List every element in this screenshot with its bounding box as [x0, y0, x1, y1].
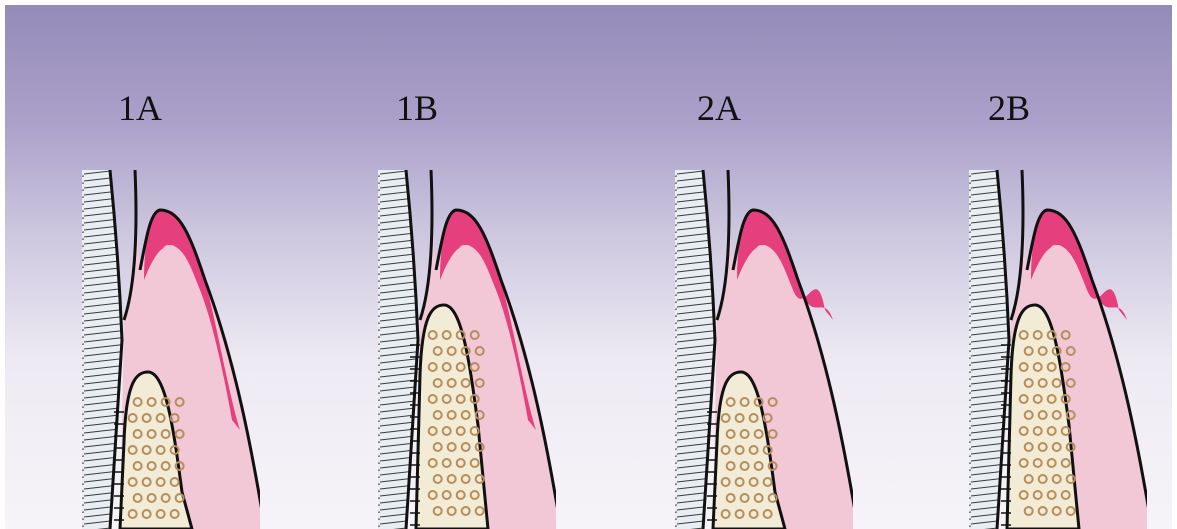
rete-peg [1050, 245, 1060, 255]
rete-peg [181, 293, 191, 303]
gingiva-illustration-2b [927, 0, 1147, 529]
rete-peg [477, 293, 487, 303]
rete-peg [163, 245, 173, 255]
rete-peg [774, 293, 784, 303]
panel-2a: 2A [633, 0, 853, 529]
rete-peg [1068, 293, 1078, 303]
rete-peg [1059, 269, 1069, 279]
rete-peg [199, 341, 209, 351]
rete-peg [513, 389, 523, 399]
rete-peg [172, 269, 182, 279]
panel-2b: 2B [927, 0, 1147, 529]
panel-1a: 1A [40, 0, 260, 529]
gingiva-illustration-2a [633, 0, 853, 529]
gingiva-illustration-1b [336, 0, 556, 529]
rete-peg [468, 269, 478, 279]
rete-peg [783, 317, 793, 327]
rete-peg [459, 245, 469, 255]
rete-peg [1077, 317, 1087, 327]
rete-peg [495, 341, 505, 351]
rete-peg [486, 317, 496, 327]
rete-peg [756, 245, 766, 255]
rete-peg [190, 317, 200, 327]
rete-peg [208, 365, 218, 375]
rete-peg [217, 389, 227, 399]
rete-peg [504, 365, 514, 375]
rete-peg [765, 269, 775, 279]
gingiva-illustration-1a [40, 0, 260, 529]
panel-1b: 1B [336, 0, 556, 529]
